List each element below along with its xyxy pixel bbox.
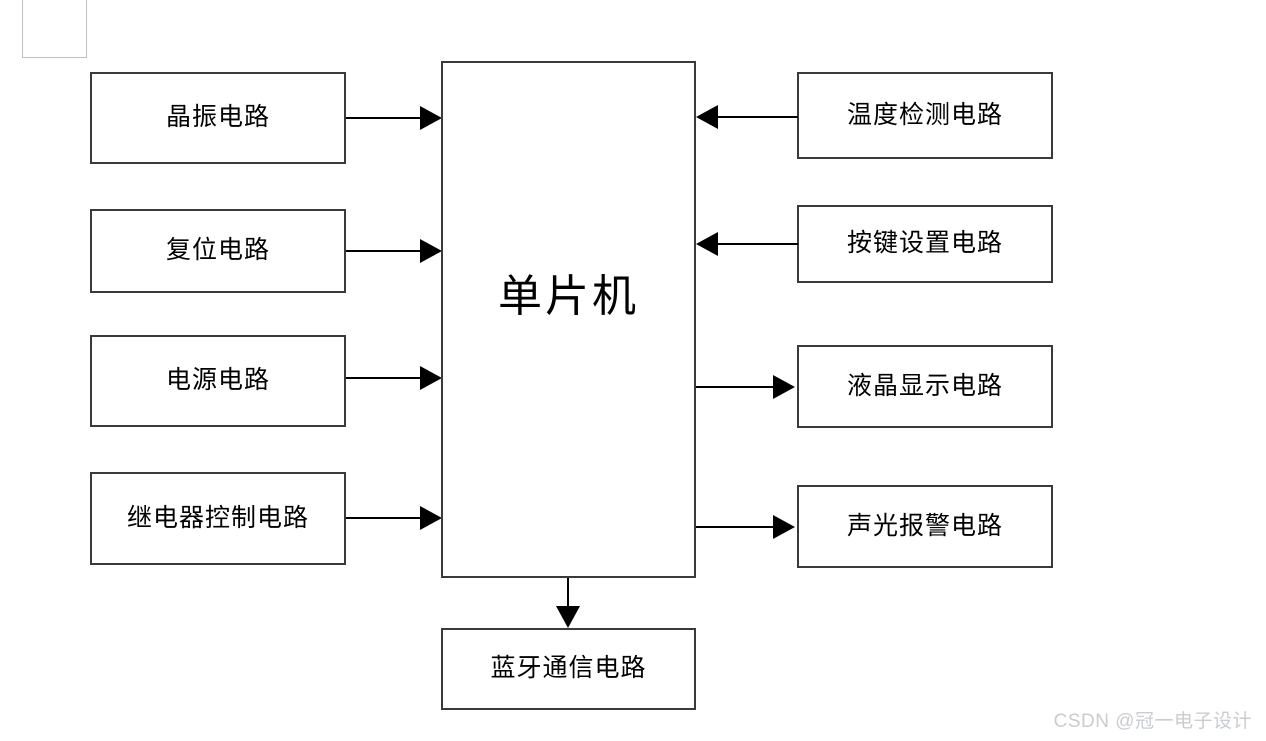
block-bluetooth-communication-circuit[interactable]: 蓝牙通信电路 [441, 628, 696, 710]
block-label: 复位电路 [165, 237, 270, 264]
arrowhead-right-2-to-mcu [696, 232, 718, 256]
connector-line-left-1 [346, 117, 422, 119]
artifact-rectangle [22, 0, 87, 58]
arrowhead-left-4-to-mcu [420, 506, 442, 530]
block-power-supply-circuit[interactable]: 电源电路 [90, 335, 346, 427]
block-mcu[interactable]: 单片机 [441, 61, 696, 578]
arrowhead-mcu-to-bottom [556, 606, 580, 628]
block-reset-circuit[interactable]: 复位电路 [90, 209, 346, 293]
connector-line-right-3 [696, 386, 775, 388]
block-label: 继电器控制电路 [126, 504, 309, 532]
connector-line-left-4 [346, 517, 422, 519]
connector-line-left-3 [346, 377, 422, 379]
block-temperature-detection-circuit[interactable]: 温度检测电路 [797, 72, 1053, 159]
block-lcd-display-circuit[interactable]: 液晶显示电路 [797, 345, 1053, 428]
arrowhead-left-2-to-mcu [420, 239, 442, 263]
block-crystal-oscillator-circuit[interactable]: 晶振电路 [90, 72, 346, 164]
mcu-label: 单片机 [498, 272, 639, 321]
block-label: 按键设置电路 [846, 230, 1003, 257]
csdn-watermark: CSDN @冠一电子设计 [1053, 711, 1252, 732]
block-label: 声光报警电路 [846, 512, 1003, 540]
connector-line-left-2 [346, 250, 422, 252]
arrowhead-right-1-to-mcu [696, 105, 718, 129]
connector-line-right-4 [696, 526, 775, 528]
connector-line-right-2 [718, 243, 798, 245]
block-label: 电源电路 [165, 367, 270, 394]
block-label: 液晶显示电路 [846, 372, 1003, 400]
arrowhead-mcu-to-right-3 [773, 375, 795, 399]
arrowhead-left-3-to-mcu [420, 366, 442, 390]
block-label: 蓝牙通信电路 [490, 655, 647, 682]
block-relay-control-circuit[interactable]: 继电器控制电路 [90, 472, 346, 565]
connector-line-bottom [567, 578, 569, 610]
block-audible-visual-alarm-circuit[interactable]: 声光报警电路 [797, 485, 1053, 568]
block-label: 温度检测电路 [846, 101, 1003, 129]
block-key-setting-circuit[interactable]: 按键设置电路 [797, 205, 1053, 283]
arrowhead-mcu-to-right-4 [773, 515, 795, 539]
arrowhead-left-1-to-mcu [420, 106, 442, 130]
connector-line-right-1 [718, 116, 798, 118]
block-label: 晶振电路 [165, 104, 270, 131]
